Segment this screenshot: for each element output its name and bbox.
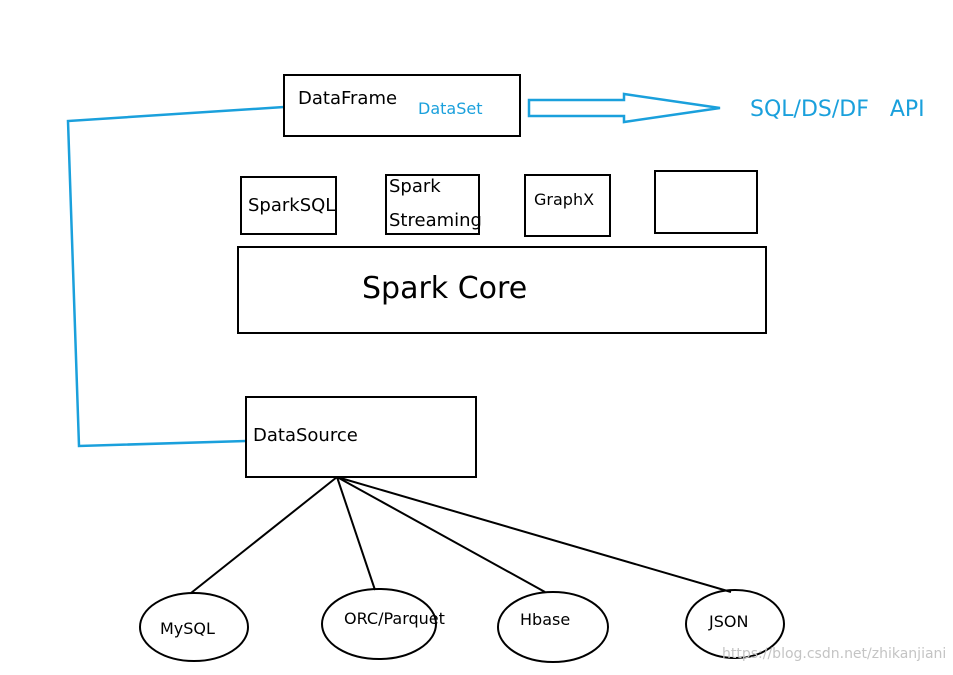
sparksql-box: [240, 176, 337, 235]
link-orc-parquet: [336, 476, 376, 591]
spark-core-box: [237, 246, 767, 334]
dataframe-label: DataFrame: [298, 88, 398, 109]
datasource-label: DataSource: [253, 425, 358, 446]
spark-streaming-box: [385, 174, 480, 235]
hbase-node: [497, 591, 609, 663]
spark-streaming-label-line1: Spark: [389, 176, 441, 197]
sparksql-label: SparkSQL: [248, 195, 336, 216]
json-label: JSON: [709, 612, 749, 631]
graphx-label: GraphX: [534, 190, 595, 209]
empty-module-box: [654, 170, 758, 234]
dataset-label: DataSet: [418, 99, 483, 118]
mysql-node: [139, 592, 249, 662]
spark-streaming-label-line2: Streaming: [389, 210, 482, 231]
api-label: SQL/DS/DF API: [750, 97, 925, 122]
orc-parquet-label: ORC/Parquet: [344, 609, 445, 628]
dataframe-datasource-connector: [66, 105, 285, 448]
dataframe-box: [283, 74, 521, 137]
link-mysql: [190, 476, 338, 594]
api-arrow: [527, 92, 721, 124]
json-node: [685, 589, 785, 659]
link-json: [336, 476, 732, 593]
mysql-label: MySQL: [160, 619, 215, 638]
watermark: https://blog.csdn.net/zhikanjiani: [722, 646, 947, 662]
link-hbase: [336, 476, 546, 593]
hbase-label: Hbase: [520, 610, 571, 629]
datasource-box: [245, 396, 477, 478]
spark-core-label: Spark Core: [362, 271, 528, 306]
graphx-box: [524, 174, 611, 237]
orc-parquet-node: [321, 588, 437, 660]
